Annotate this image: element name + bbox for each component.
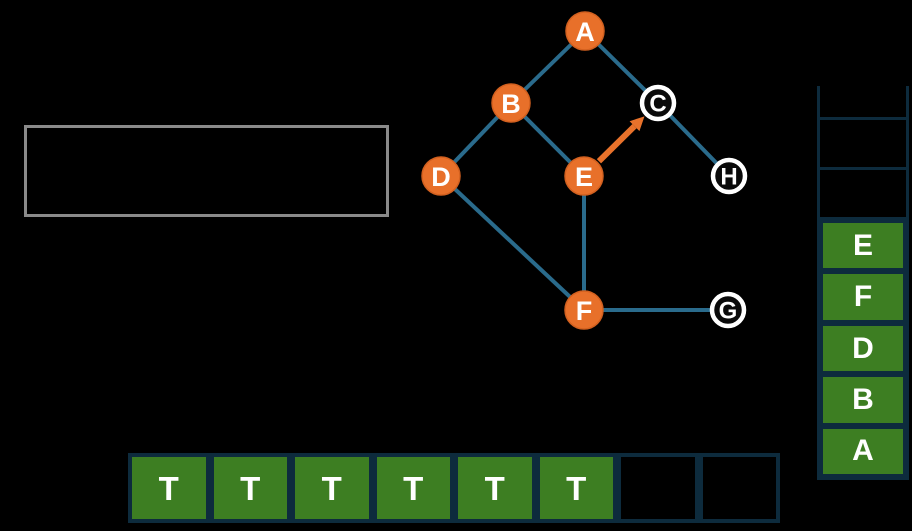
stack-item-E: E xyxy=(820,220,906,272)
visited-cell-1: T xyxy=(128,453,210,523)
node-circle-visited xyxy=(421,156,461,196)
note-box xyxy=(24,125,389,217)
visited-cell-2: T xyxy=(209,453,291,523)
visited-cell-5: T xyxy=(454,453,536,523)
graph-edge-D-F xyxy=(439,174,586,312)
node-circle-visited xyxy=(565,11,605,51)
graph-node-B: B xyxy=(491,83,531,123)
stack-empty-slot-2 xyxy=(820,120,906,170)
graph-node-G: G xyxy=(709,291,747,329)
graph-node-H: H xyxy=(710,157,748,195)
active-arrow-shaft xyxy=(596,124,637,164)
stack-item-F: F xyxy=(820,271,906,323)
node-circle-frontier xyxy=(710,157,748,195)
node-label: D xyxy=(431,162,451,192)
active-arrow-head xyxy=(629,116,645,132)
node-label: B xyxy=(501,89,521,119)
stack-item-D: D xyxy=(820,322,906,375)
visited-cell-8 xyxy=(698,453,780,523)
graph-node-C: C xyxy=(639,84,677,122)
node-label: H xyxy=(720,164,737,191)
visited-cell-4: T xyxy=(372,453,454,523)
node-circle-visited xyxy=(564,156,604,196)
graph-node-A: A xyxy=(565,11,605,51)
stack-item-A: A xyxy=(820,425,906,478)
node-circle-visited xyxy=(491,83,531,123)
node-label: G xyxy=(719,298,738,325)
graph-node-F: F xyxy=(564,290,604,330)
visited-cell-6: T xyxy=(535,453,617,523)
node-label: F xyxy=(576,296,593,326)
graph-node-D: D xyxy=(421,156,461,196)
visited-cell-3: T xyxy=(291,453,373,523)
node-label: C xyxy=(649,91,666,118)
graph-node-E: E xyxy=(564,156,604,196)
visited-cell-7 xyxy=(617,453,699,523)
node-label: A xyxy=(575,17,595,47)
node-circle-visited xyxy=(564,290,604,330)
stack-item-B: B xyxy=(820,374,906,426)
node-circle-frontier xyxy=(709,291,747,329)
node-circle-frontier xyxy=(639,84,677,122)
node-label: E xyxy=(575,162,593,192)
stack-empty-slot-1 xyxy=(820,86,906,120)
stack-empty-slot-3 xyxy=(820,170,906,220)
